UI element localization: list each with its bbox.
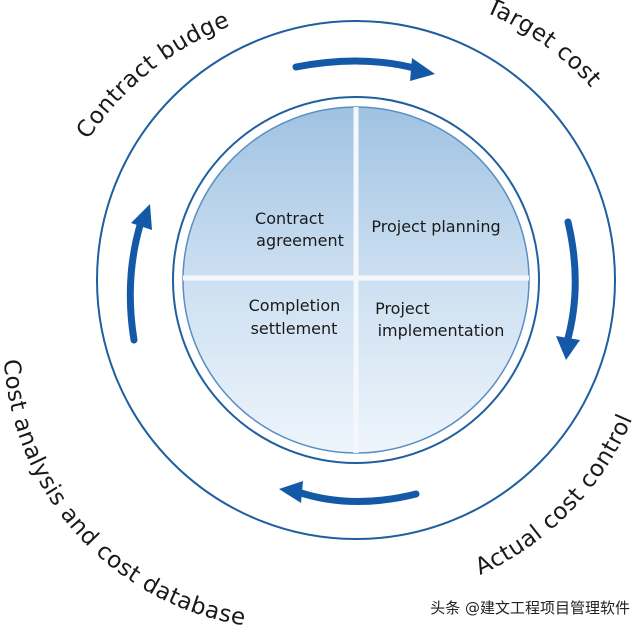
quadrant-label-bottom-left: Completion settlement	[249, 296, 346, 338]
stage-label-contract-budget: Contract budget	[0, 0, 233, 143]
arrow-top-icon	[292, 57, 435, 81]
stage-label-actual-cost-control: Actual cost control	[471, 410, 638, 580]
watermark-text: 头条 @建文工程项目管理软件	[430, 599, 630, 617]
arrow-bottom-icon	[279, 481, 420, 505]
outer-ring	[96, 20, 616, 540]
arrow-left-icon	[126, 204, 152, 344]
stage-label-target-cost: Target cost	[482, 0, 606, 92]
quadrant-label-top-left: Contract agreement	[255, 209, 344, 250]
quadrant-label-top-right: Project planning	[371, 217, 500, 236]
quadrant-label-bottom-right: Project implementation	[375, 299, 504, 340]
arrow-right-icon	[556, 218, 580, 360]
